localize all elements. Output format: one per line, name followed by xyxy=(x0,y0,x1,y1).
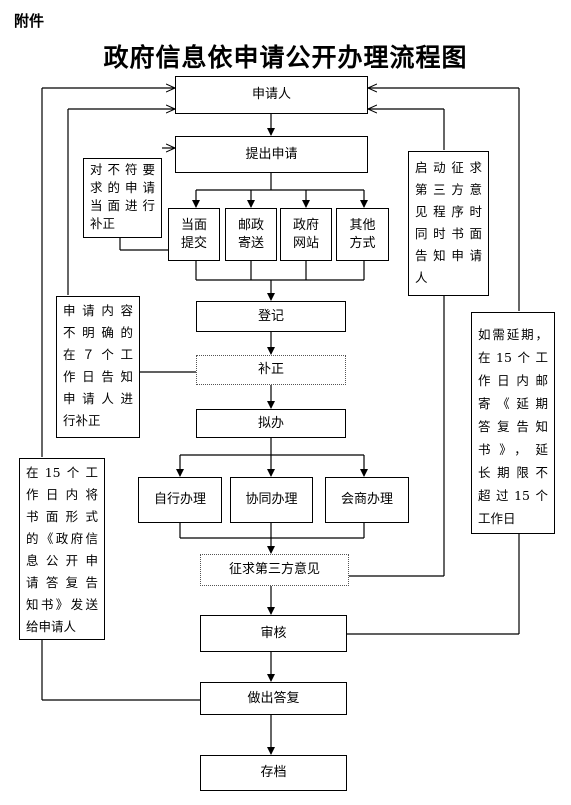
attachment-label: 附件 xyxy=(14,12,45,30)
note-line: 告知申请 xyxy=(415,248,482,263)
note-line: 申请人进 xyxy=(63,391,133,406)
channel-website-box: 政府 网站 xyxy=(280,208,332,261)
note-line: 书》，延 xyxy=(478,442,548,457)
handle-coordinate-box: 协同办理 xyxy=(230,477,313,523)
reply-box: 做出答复 xyxy=(200,682,347,715)
applicant-box: 申请人 xyxy=(175,76,368,114)
note-line: 答复告知 xyxy=(478,419,548,434)
note-line: 人 xyxy=(415,270,428,285)
note-line: 第三方意 xyxy=(415,182,482,197)
page-title: 政府信息依申请公开办理流程图 xyxy=(103,43,468,72)
note-line: 给申请人 xyxy=(26,619,77,634)
note-line: 启动征求 xyxy=(415,160,482,175)
note-line: 求的申请 xyxy=(90,180,155,195)
applicant-label: 申请人 xyxy=(251,87,291,103)
note-line: 长期限不 xyxy=(478,465,548,480)
note-unclear-request: 申请内容 不明确的 在７个工 作日告知 申请人进 行补正 xyxy=(56,296,140,438)
channel-in-person-line2: 提交 xyxy=(180,235,207,251)
handle-consult-label: 会商办理 xyxy=(340,492,393,508)
note-line: 作日内邮 xyxy=(478,373,548,388)
note-line: 书面形式 xyxy=(26,509,98,524)
note-line: 不明确的 xyxy=(63,325,133,340)
note-line: 超过15个 xyxy=(478,488,548,503)
submit-application-label: 提出申请 xyxy=(245,146,298,162)
draft-box: 拟办 xyxy=(196,409,346,438)
archive-label: 存档 xyxy=(260,765,287,781)
note-line: 当面进行 xyxy=(90,198,155,213)
review-box: 审核 xyxy=(200,615,347,652)
note-line: 补正 xyxy=(90,216,116,231)
channel-postal-box: 邮政 寄送 xyxy=(225,208,277,261)
note-line: 同时书面 xyxy=(415,226,482,241)
correction-label: 补正 xyxy=(257,362,284,378)
handle-consult-box: 会商办理 xyxy=(325,477,409,523)
note-third-party-notice: 启动征求 第三方意 见程序时 同时书面 告知申请 人 xyxy=(408,151,489,296)
third-party-opinion-box: 征求第三方意见 xyxy=(200,554,349,586)
channel-other-box: 其他 方式 xyxy=(336,208,389,261)
note-line: 见程序时 xyxy=(415,204,482,219)
register-box: 登记 xyxy=(196,301,346,332)
note-line: 息公开申 xyxy=(26,553,98,568)
note-extension: 如需延期， 在15个工 作日内邮 寄《延期 答复告知 书》，延 长期限不 超过1… xyxy=(471,312,555,534)
note-line: 在15个工 xyxy=(26,465,98,480)
channel-website-line2: 网站 xyxy=(292,235,319,251)
third-party-opinion-label: 征求第三方意见 xyxy=(228,562,320,578)
note-line: 寄《延期 xyxy=(478,396,548,411)
channel-website-line1: 政府 xyxy=(292,217,319,233)
reply-label: 做出答复 xyxy=(247,690,300,706)
correction-box: 补正 xyxy=(196,355,346,385)
handle-self-box: 自行办理 xyxy=(138,477,222,523)
channel-other-line1: 其他 xyxy=(349,217,376,233)
review-label: 审核 xyxy=(260,625,287,641)
note-line: 工作日 xyxy=(478,511,516,526)
submit-application-box: 提出申请 xyxy=(175,136,368,173)
note-line: 如需延期， xyxy=(478,327,548,342)
register-label: 登记 xyxy=(257,308,284,324)
handle-coordinate-label: 协同办理 xyxy=(245,492,298,508)
channel-in-person-box: 当面 提交 xyxy=(168,208,220,261)
note-line: 在７个工 xyxy=(63,347,133,362)
archive-box: 存档 xyxy=(200,755,347,791)
draft-label: 拟办 xyxy=(257,415,284,431)
note-line: 对不符要 xyxy=(90,162,155,177)
note-line: 行补正 xyxy=(63,413,101,428)
note-noncompliant-correction: 对不符要 求的申请 当面进行 补正 xyxy=(83,158,162,238)
note-line: 的《政府信 xyxy=(26,531,98,546)
note-line: 作日告知 xyxy=(63,369,133,384)
note-line: 知书》发送 xyxy=(26,597,98,612)
note-line: 申请内容 xyxy=(63,303,133,318)
channel-in-person-line1: 当面 xyxy=(180,217,207,233)
note-written-reply: 在15个工 作日内将 书面形式 的《政府信 息公开申 请答复告 知书》发送 给申… xyxy=(19,458,105,640)
note-line: 作日内将 xyxy=(26,487,98,502)
channel-other-line2: 方式 xyxy=(349,235,376,251)
handle-self-label: 自行办理 xyxy=(153,492,206,508)
channel-postal-line1: 邮政 xyxy=(237,217,264,233)
channel-postal-line2: 寄送 xyxy=(237,235,264,251)
note-line: 请答复告 xyxy=(26,575,98,590)
note-line: 在15个工 xyxy=(478,350,548,365)
